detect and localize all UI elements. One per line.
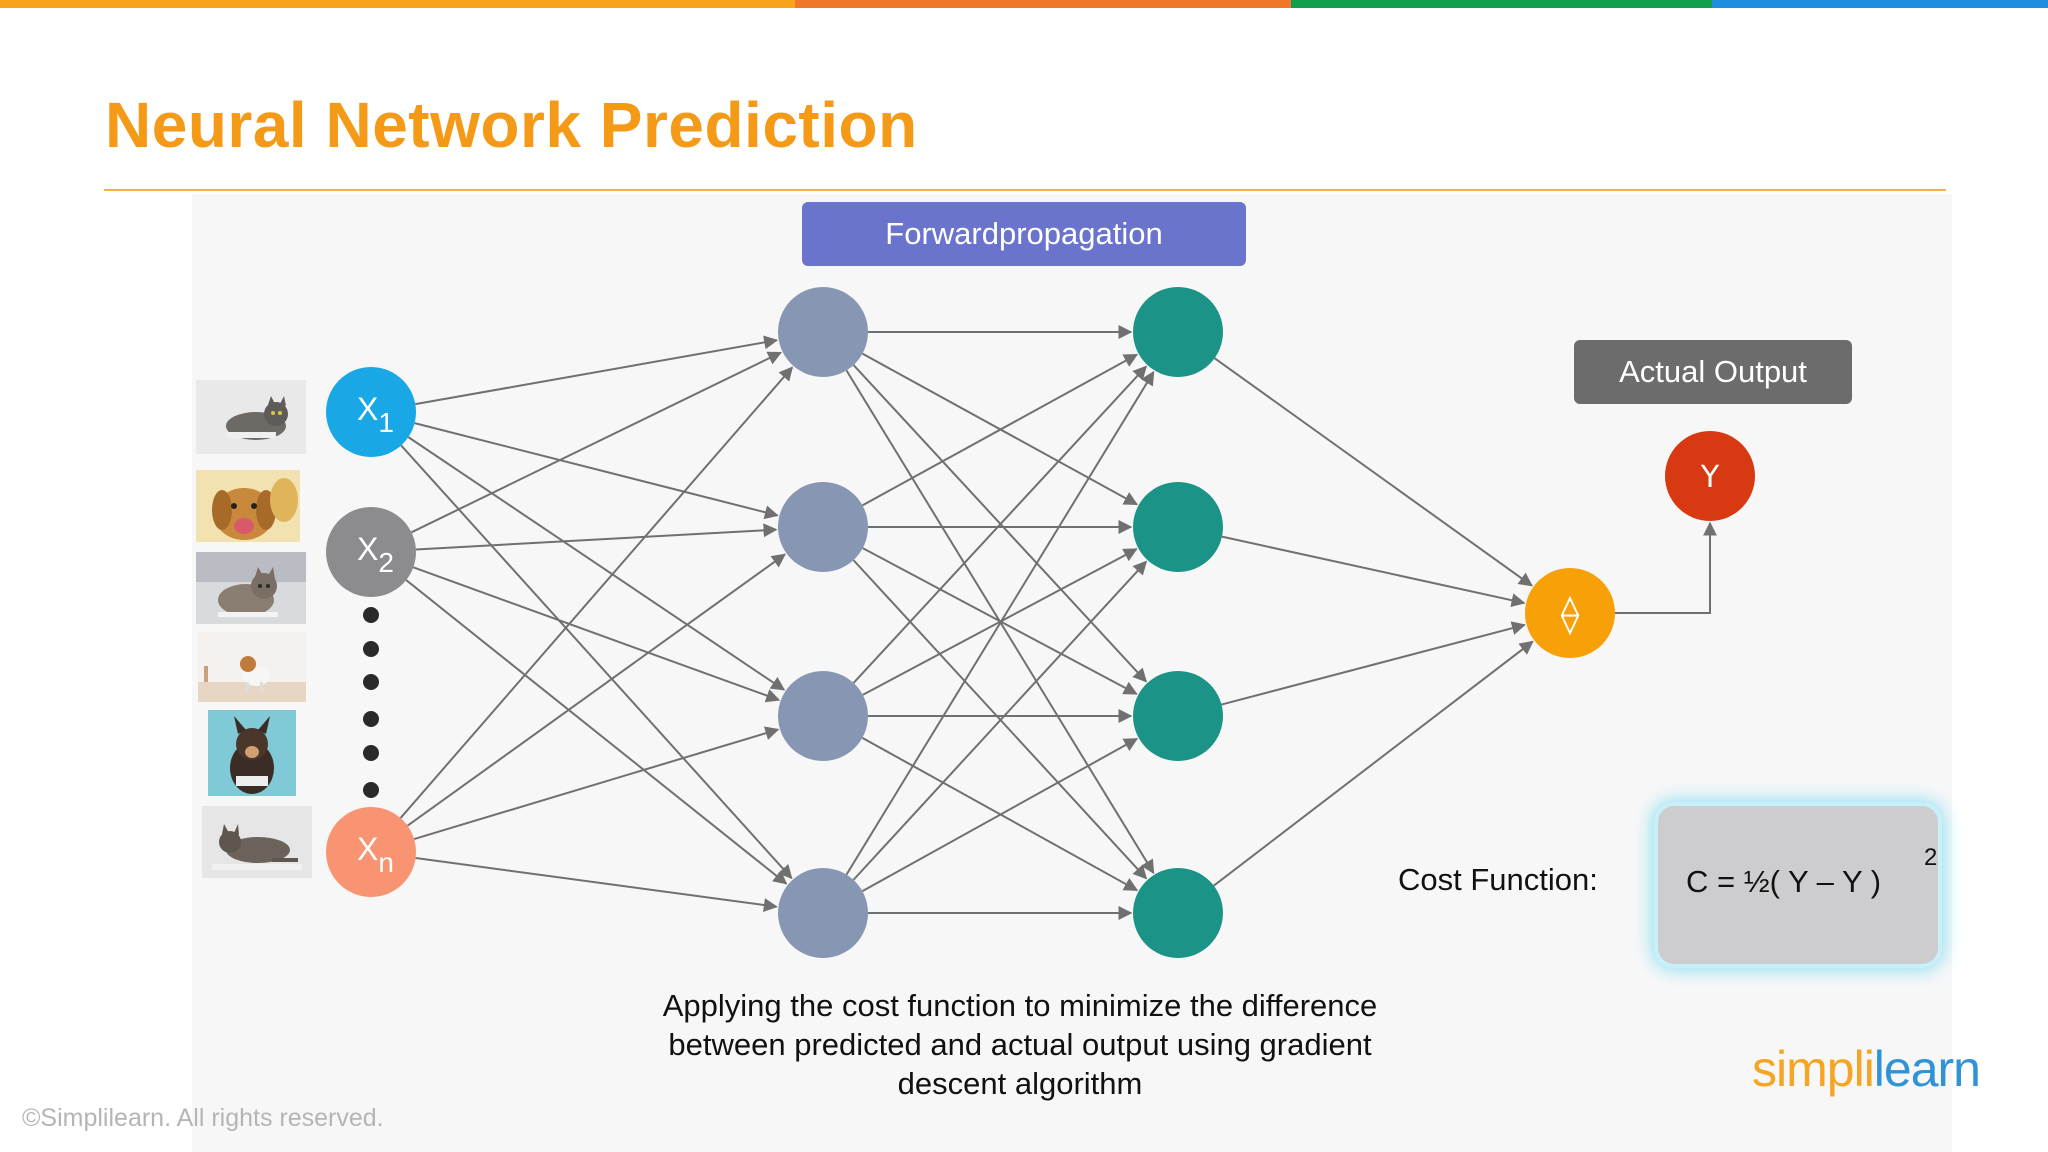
dot <box>363 782 379 798</box>
edge-hidden2-1-output <box>1221 535 1526 608</box>
edge-input-2-hidden1-3 <box>415 857 778 912</box>
actual-output-label: Y <box>1700 460 1720 495</box>
hidden-layer-1-node <box>778 482 868 572</box>
edge-hidden1-2-hidden2-1 <box>862 548 1138 696</box>
dot <box>363 674 379 690</box>
cat-photo-1 <box>196 380 306 454</box>
dog-photo-3 <box>208 710 296 796</box>
title-divider <box>104 189 1946 191</box>
forwardpropagation-badge: Forwardpropagation <box>802 202 1246 266</box>
edge-input-0-hidden1-3 <box>400 444 793 880</box>
logo-text-learn: learn <box>1873 1041 1981 1097</box>
dot <box>363 745 379 761</box>
hidden-layer-2-node <box>1133 287 1223 377</box>
edge-input-1-hidden1-1 <box>415 523 778 551</box>
edge-input-1-hidden1-3 <box>405 579 788 885</box>
cost-formula: C = ½( Y – Y ) 2 <box>1686 844 1937 900</box>
slide-title: Neural Network Prediction <box>105 89 918 161</box>
input-node-1 <box>326 367 416 457</box>
input-label-n: Xn <box>357 831 394 878</box>
hidden-layer-1-node <box>778 868 868 958</box>
hidden-layer-1-node <box>778 671 868 761</box>
input-label-2: X2 <box>357 531 394 578</box>
edge-hidden2-0-output <box>1213 357 1533 587</box>
edge-hidden1-2-hidden2-0 <box>852 365 1148 684</box>
cat-photo-2 <box>196 552 306 624</box>
cost-formula-box: C = ½( Y – Y ) 2 <box>1658 806 1938 964</box>
edge-output-actual <box>1615 521 1717 614</box>
edge-input-1-hidden1-2 <box>412 566 781 703</box>
simplilearn-logo: simplilearn <box>1752 1040 1981 1098</box>
edge-input-0-hidden1-1 <box>414 422 779 520</box>
edge-hidden1-3-hidden2-2 <box>861 737 1139 893</box>
edge-input-2-hidden1-0 <box>399 366 794 819</box>
copyright-notice: ©Simplilearn. All rights reserved. <box>22 1104 384 1132</box>
logo-text-i: i <box>1863 1041 1875 1097</box>
edge-hidden1-1-hidden2-0 <box>861 353 1139 507</box>
output-node <box>1525 568 1615 658</box>
hidden-layer-2-node <box>1133 482 1223 572</box>
dot <box>363 641 379 657</box>
hidden-layer-1-node <box>778 287 868 377</box>
cost-function-label: Cost Function: <box>1398 862 1598 897</box>
edge-input-2-hidden1-2 <box>413 726 780 840</box>
top-color-bar <box>0 0 2048 8</box>
top-bar-segment-green <box>1291 0 1712 8</box>
input-label-1: X1 <box>357 391 394 438</box>
edge-hidden2-2-output <box>1221 621 1526 706</box>
edge-input-2-hidden1-1 <box>406 553 786 827</box>
dog-photo-2 <box>198 632 306 702</box>
cost-formula-exponent: 2 <box>1924 844 1938 871</box>
hidden-layer-2-node <box>1133 671 1223 761</box>
logo-text-simpl: simpl <box>1752 1041 1865 1097</box>
dot <box>363 607 379 623</box>
edge-hidden1-3-hidden2-0 <box>845 370 1155 876</box>
top-bar-segment-blue <box>1712 0 2048 8</box>
edge-input-0-hidden1-0 <box>415 335 779 406</box>
cat-photo-3 <box>202 806 312 878</box>
edge-hidden2-3-output <box>1213 640 1534 887</box>
hidden-layer-2-node <box>1133 868 1223 958</box>
actual-output-badge: Actual Output <box>1574 340 1852 404</box>
input-node-n <box>326 807 416 897</box>
edge-input-0-hidden1-2 <box>407 436 786 691</box>
edge-input-1-hidden1-0 <box>411 351 782 534</box>
dog-photo-1 <box>196 470 300 542</box>
dot <box>363 711 379 727</box>
top-bar-segment-orange <box>0 0 795 8</box>
edge-hidden1-3-hidden2-1 <box>852 560 1148 881</box>
input-node-2 <box>326 507 416 597</box>
top-bar-segment-red <box>795 0 1291 8</box>
actual-output-node <box>1665 431 1755 521</box>
cost-formula-text: C = ½( Y – Y ) <box>1686 864 1882 899</box>
explanation-caption: Applying the cost function to minimize t… <box>662 988 1378 1101</box>
output-symbol-icon: ⟠ <box>1561 592 1580 636</box>
